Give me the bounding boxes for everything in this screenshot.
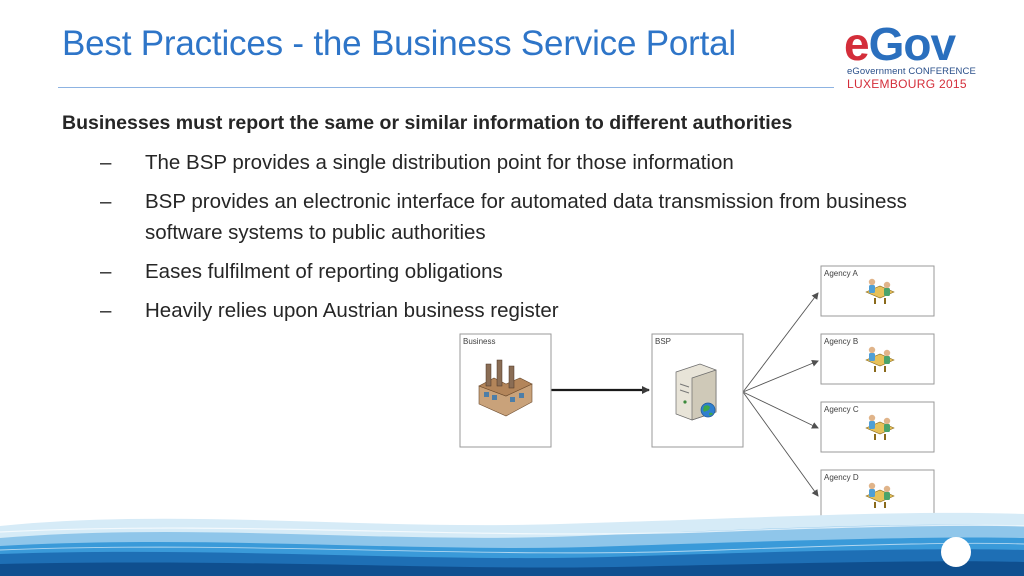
- slide-title: Best Practices - the Business Service Po…: [62, 24, 736, 63]
- office-workers-icon: [865, 346, 895, 372]
- bullet-text: The BSP provides a single distribution p…: [145, 151, 734, 174]
- logo-wordmark: eGov: [844, 16, 956, 72]
- node-agency-label: Agency D: [824, 473, 859, 482]
- bullet-dash: –: [100, 151, 112, 174]
- logo-conference-line: eGovernment CONFERENCE: [847, 66, 976, 77]
- edge-bsp-agency-d: [742, 391, 819, 497]
- server-globe-icon: [675, 363, 717, 421]
- decorative-circle: [941, 537, 971, 567]
- office-workers-icon: [865, 414, 895, 440]
- office-workers-icon: [865, 278, 895, 304]
- title-divider: [58, 87, 834, 88]
- node-agency-c: Agency C: [820, 401, 935, 453]
- logo-location-line: LUXEMBOURG 2015: [847, 77, 967, 91]
- logo-gov: Gov: [868, 18, 956, 70]
- decorative-wave-footer: [0, 512, 1024, 576]
- node-agency-label: Agency A: [824, 269, 858, 278]
- bullet-text: Heavily relies upon Austrian business re…: [145, 299, 559, 322]
- edge-bsp-agency-b: [742, 360, 819, 393]
- node-bsp: BSP: [651, 333, 744, 448]
- node-business-label: Business: [463, 337, 495, 346]
- bullet-text: BSP provides an electronic interface for…: [145, 190, 907, 244]
- node-agency-d: Agency D: [820, 469, 935, 521]
- lead-statement: Businesses must report the same or simil…: [62, 112, 793, 134]
- node-agency-b: Agency B: [820, 333, 935, 385]
- bullet-dash: –: [100, 260, 112, 283]
- edge-bsp-agency-c: [742, 391, 819, 429]
- node-agency-label: Agency C: [824, 405, 859, 414]
- node-agency-label: Agency B: [824, 337, 858, 346]
- node-agency-a: Agency A: [820, 265, 935, 317]
- node-business: Business: [459, 333, 552, 448]
- edge-bsp-agency-a: [742, 292, 819, 393]
- bullet-dash: –: [100, 190, 112, 213]
- factory-icon: [478, 359, 533, 417]
- egov-logo: eGov eGovernment CONFERENCE LUXEMBOURG 2…: [836, 18, 996, 94]
- bullet-dash: –: [100, 299, 112, 322]
- node-bsp-label: BSP: [655, 337, 671, 346]
- logo-e: e: [844, 18, 870, 70]
- bullet-text: Eases fulfilment of reporting obligation…: [145, 260, 503, 283]
- office-workers-icon: [865, 482, 895, 508]
